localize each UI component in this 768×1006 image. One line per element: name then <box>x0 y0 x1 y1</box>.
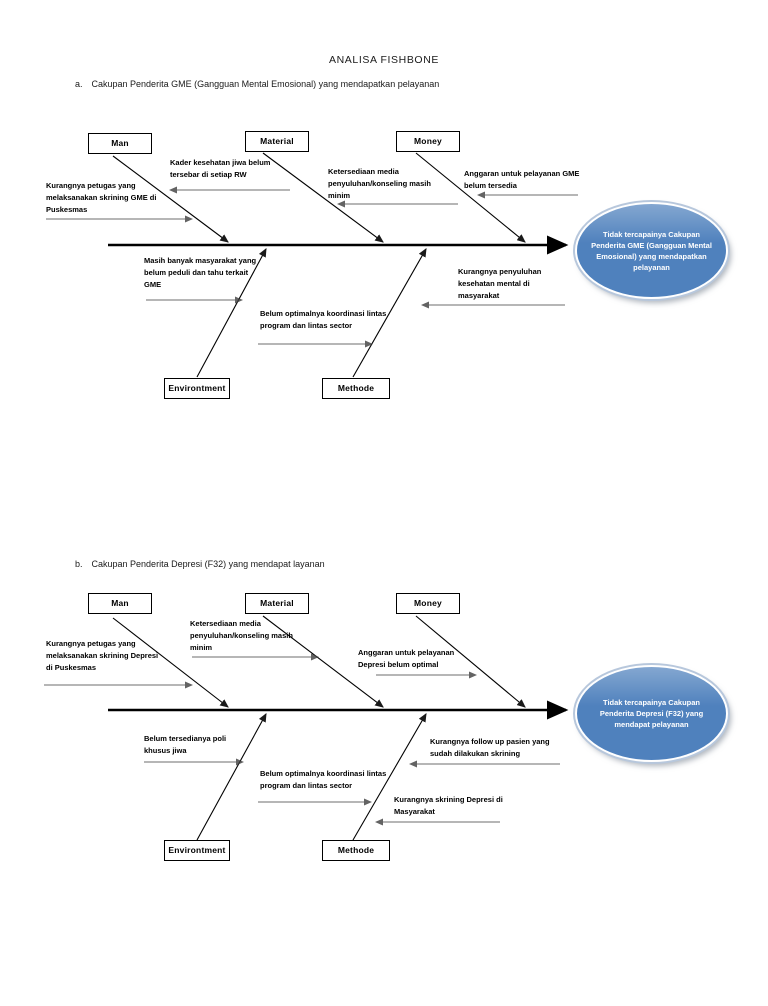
section-heading-b: b. Cakupan Penderita Depresi (F32) yang … <box>75 559 325 569</box>
category-box-environment: Environtment <box>164 378 230 399</box>
section-b-text: Cakupan Penderita Depresi (F32) yang men… <box>91 559 325 569</box>
category-box-money: Money <box>396 131 460 152</box>
fishbone-skeleton-a <box>46 152 578 378</box>
cause-label-poli: Belum tersedianya poli khusus jiwa <box>144 734 227 755</box>
cause-label-koordinasi: Belum optimalnya koordinasi lintas progr… <box>260 769 387 790</box>
cause-label-anggaran: Anggaran untuk pelayanan Depresi belum o… <box>358 648 455 669</box>
bone-methode <box>352 713 427 841</box>
bone-environment <box>196 713 267 841</box>
section-a-text: Cakupan Penderita GME (Gangguan Mental E… <box>91 79 440 89</box>
bone-man <box>112 617 229 708</box>
bone-money <box>415 615 526 708</box>
cause-label-petugas: Kurangnya petugas yang melaksanakan skri… <box>46 181 157 214</box>
fishbone-diagram-depresi: Man Material Money Environtment Methode … <box>0 590 768 900</box>
category-box-methode: Methode <box>322 840 390 861</box>
cause-label-media: Ketersediaan media penyuluhan/konseling … <box>328 167 431 200</box>
bone-environment <box>196 248 267 378</box>
cause-label-penyuluhan: Kurangnya penyuluhan kesehatan mental di… <box>458 267 542 300</box>
cause-label-anggaran: Anggaran untuk pelayanan GME belum terse… <box>464 169 580 190</box>
cause-label-media: Ketersediaan media penyuluhan/konseling … <box>190 619 293 652</box>
fishbone-skeleton-b <box>44 615 569 841</box>
page-title: ANALISA FISHBONE <box>329 54 439 66</box>
bone-man <box>112 155 229 243</box>
cause-label-skrining: Kurangnya skrining Depresi di Masyarakat <box>394 795 503 816</box>
cause-label-masyarakat: Masih banyak masyarakat yang belum pedul… <box>144 256 257 289</box>
bone-money <box>415 152 526 243</box>
bone-material <box>262 615 384 708</box>
section-a-marker: a. <box>75 79 83 89</box>
section-b-marker: b. <box>75 559 83 569</box>
fishbone-diagram-gme: Man Material Money Environtment Methode … <box>0 130 768 440</box>
category-box-man: Man <box>88 133 152 154</box>
category-box-material: Material <box>245 593 309 614</box>
category-box-material: Material <box>245 131 309 152</box>
category-box-methode: Methode <box>322 378 390 399</box>
bone-methode <box>352 248 427 378</box>
category-box-environment: Environtment <box>164 840 230 861</box>
cause-label-petugas: Kurangnya petugas yang melaksanakan skri… <box>46 639 159 672</box>
cause-label-followup: Kurangnya follow up pasien yang sudah di… <box>430 737 550 758</box>
effect-ellipse-gme: Tidak tercapainya Cakupan Penderita GME … <box>575 202 728 299</box>
effect-ellipse-depresi: Tidak tercapainya Cakupan Penderita Depr… <box>575 665 728 762</box>
cause-label-koordinasi: Belum optimalnya koordinasi lintas progr… <box>260 309 387 330</box>
section-heading-a: a. Cakupan Penderita GME (Gangguan Menta… <box>75 79 439 89</box>
bone-material <box>262 152 384 243</box>
cause-label-kader: Kader kesehatan jiwa belum tersebar di s… <box>170 158 271 179</box>
category-box-money: Money <box>396 593 460 614</box>
category-box-man: Man <box>88 593 152 614</box>
